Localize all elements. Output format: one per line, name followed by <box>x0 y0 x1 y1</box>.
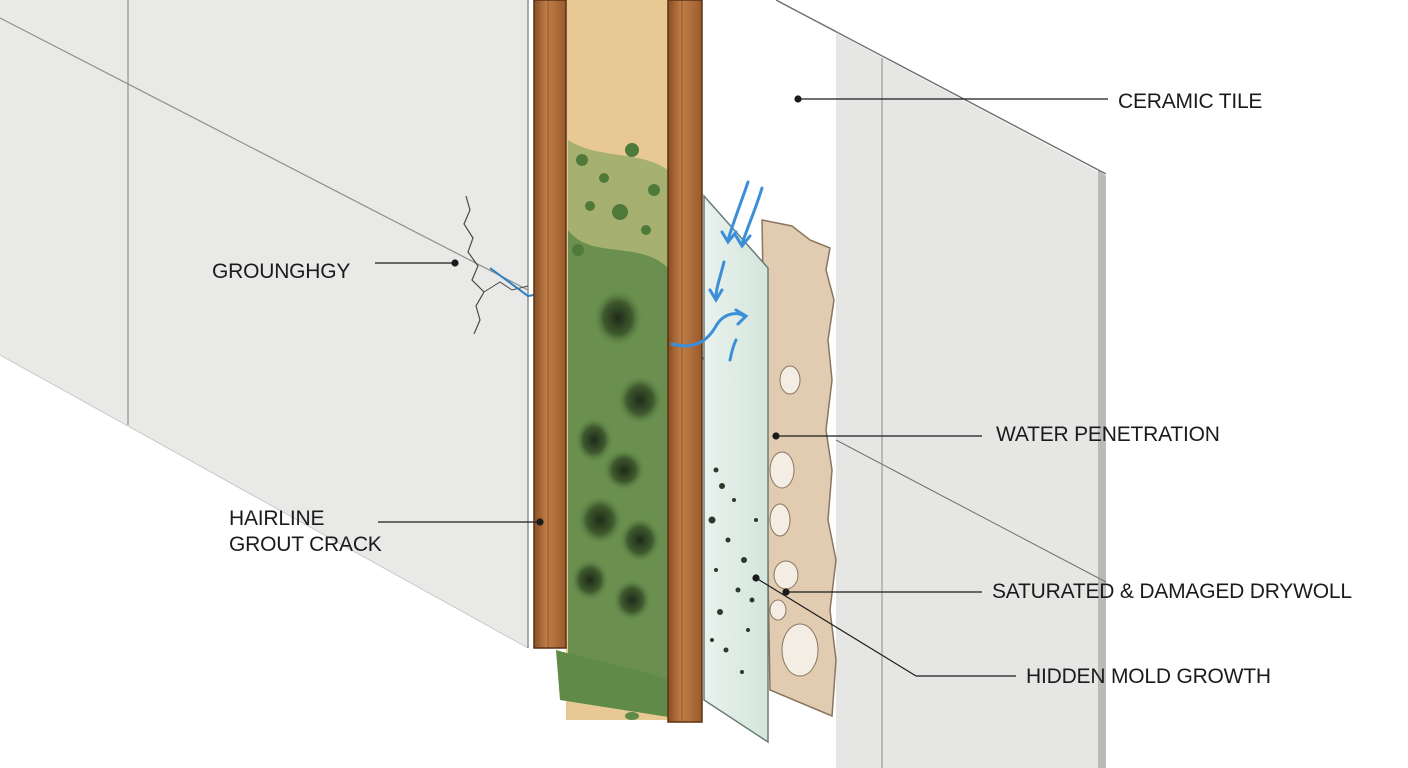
water-penetration-label: WATER PENETRATION <box>996 423 1220 446</box>
hairline-grout-crack-label: HAIRLINE GROUT CRACK <box>229 506 382 558</box>
leader-lines <box>375 95 1108 677</box>
water-flow-arrows <box>670 180 764 362</box>
left-tile-wall <box>0 0 529 649</box>
drywall-label: SATURATED & DAMAGED DRYWOLL <box>992 580 1352 603</box>
wall-cavity <box>556 0 700 722</box>
damaged-drywall <box>761 219 837 718</box>
wood-studs <box>533 0 703 723</box>
hairline-label-line1: HAIRLINE <box>229 507 325 530</box>
hidden-mold-label: HIDDEN MOLD GROWTH <box>1026 665 1271 688</box>
hairline-label-line2: GROUT CRACK <box>229 533 382 556</box>
backer-board <box>703 194 769 744</box>
ceramic-tile-label: CERAMIC TILE <box>1118 90 1263 113</box>
right-tile-wall <box>774 0 1107 768</box>
grounghgy-label: GROUNGHGY <box>212 260 351 283</box>
